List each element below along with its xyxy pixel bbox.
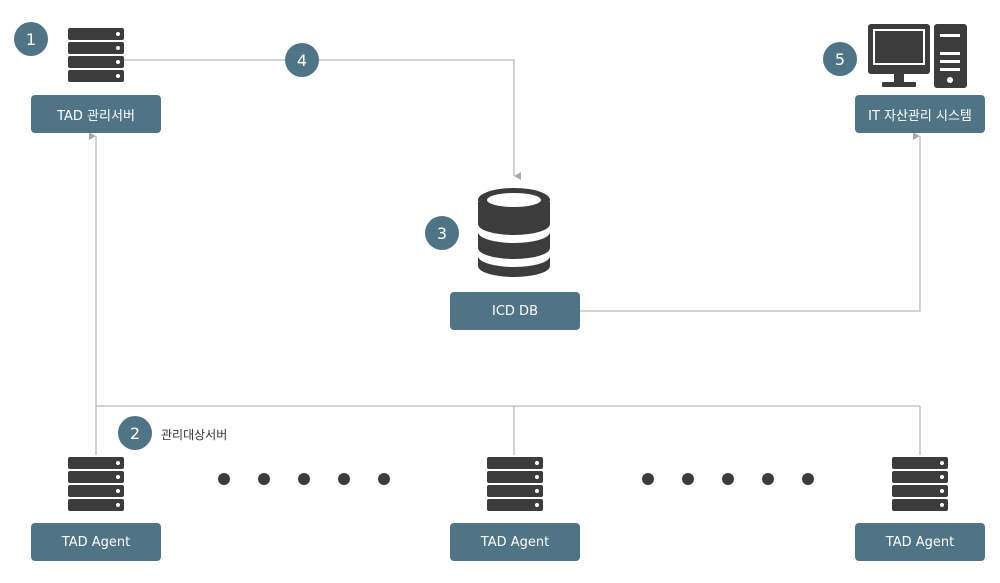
- ellipsis-dot: [338, 473, 350, 485]
- server-icon: [68, 457, 124, 511]
- step-badge-3: 3: [425, 216, 459, 250]
- ellipsis-dot: [762, 473, 774, 485]
- tad-agent-left-label: TAD Agent: [31, 523, 161, 561]
- managed-servers-caption: 관리대상서버: [161, 428, 228, 442]
- ellipsis-dot: [298, 473, 310, 485]
- line-db-to-asset-system: [580, 132, 921, 312]
- ellipsis-dot: [682, 473, 694, 485]
- step-badge-5: 5: [823, 42, 857, 76]
- ellipsis-dot: [378, 473, 390, 485]
- tad-server-label: TAD 관리서버: [31, 95, 161, 133]
- ellipsis-dot: [218, 473, 230, 485]
- database-icon: [478, 188, 550, 277]
- step-badge-2: 2: [118, 416, 152, 450]
- server-icon: [892, 457, 948, 511]
- server-icon: [68, 28, 124, 82]
- icd-db-label: ICD DB: [450, 292, 580, 330]
- step-badge-4: 4: [285, 43, 319, 77]
- desktop-computer-icon: [868, 24, 967, 88]
- server-icon: [487, 457, 543, 511]
- ellipsis-dot: [642, 473, 654, 485]
- ellipsis-dot: [802, 473, 814, 485]
- line-server-to-db: [124, 59, 521, 180]
- tad-agent-center-label: TAD Agent: [450, 523, 580, 561]
- it-asset-system-label: IT 자산관리 시스템: [855, 95, 985, 133]
- step-badge-1: 1: [14, 22, 48, 56]
- tad-agent-right-label: TAD Agent: [855, 523, 985, 561]
- ellipsis-dot: [258, 473, 270, 485]
- ellipsis-dot: [722, 473, 734, 485]
